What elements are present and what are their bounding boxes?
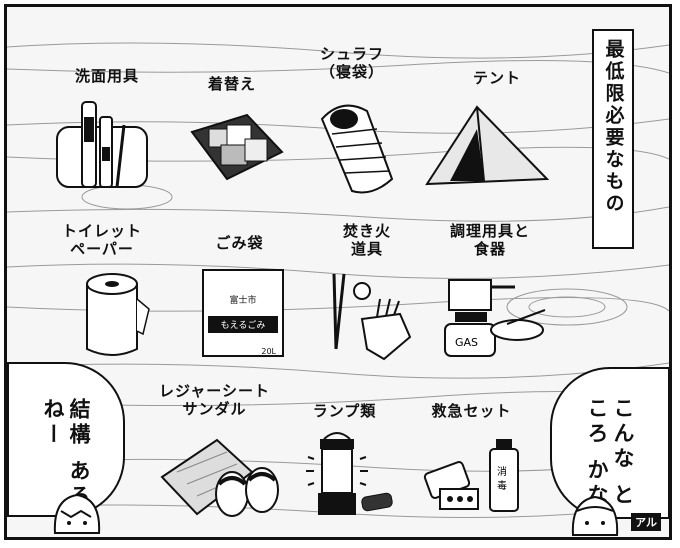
gas-can-text: GAS xyxy=(455,336,478,349)
speech-text-left: 結構 あるねー xyxy=(41,398,91,510)
lamp-icon xyxy=(306,432,393,515)
cookware-icon: GAS xyxy=(444,279,546,357)
manga-panel: 洗面用具 着替え シュラフ （寝袋） テント 最低限必要なもの トイレット ペー… xyxy=(4,4,672,540)
character-left-icon xyxy=(53,493,101,534)
speech-bubble-left: 結構 あるねー xyxy=(7,362,125,517)
item-label-tent: テント xyxy=(472,69,521,87)
bag-size-text: 20L xyxy=(261,347,276,356)
bottle-text-1: 消 xyxy=(497,465,507,478)
clothes-icon xyxy=(190,113,284,181)
first-aid-icon: 消 毒 xyxy=(423,439,519,512)
toiletries-icon xyxy=(56,101,148,188)
item-label-garbage-bag: ごみ袋 xyxy=(215,234,264,252)
corner-mark: アル xyxy=(631,513,661,531)
title-caption-box: 最低限必要なもの xyxy=(592,29,634,249)
item-label-toilet-paper: トイレット ペーパー xyxy=(61,222,142,258)
bonfire-tools-icon xyxy=(332,273,412,361)
item-label-sheet-sandals: レジャーシート サンダル xyxy=(159,382,270,418)
speech-text-right: こんな ところ かな xyxy=(585,397,635,509)
sheet-sandals-icon xyxy=(160,438,279,517)
bag-city-text: 富士市 xyxy=(229,296,257,306)
item-label-clothes: 着替え xyxy=(207,75,256,93)
bag-band-text: もえるごみ xyxy=(208,316,278,333)
item-label-cookware: 調理用具と 食器 xyxy=(449,222,530,258)
item-label-bonfire-tools: 焚き火 道具 xyxy=(342,222,391,258)
toilet-paper-icon xyxy=(86,273,150,356)
item-label-lamp: ランプ類 xyxy=(312,402,377,420)
character-right-icon xyxy=(571,495,619,536)
garbage-bag-icon: 富士市 もえるごみ 20L xyxy=(202,269,284,357)
item-label-toiletries: 洗面用具 xyxy=(74,67,139,85)
tent-icon xyxy=(425,105,550,186)
item-label-first-aid: 救急セット xyxy=(431,402,512,420)
bottle-text-2: 毒 xyxy=(497,479,507,492)
item-label-sleeping-bag: シュラフ （寝袋） xyxy=(319,45,384,81)
page-title: 最低限必要なもの xyxy=(602,39,625,215)
sleeping-bag-icon xyxy=(320,104,394,194)
